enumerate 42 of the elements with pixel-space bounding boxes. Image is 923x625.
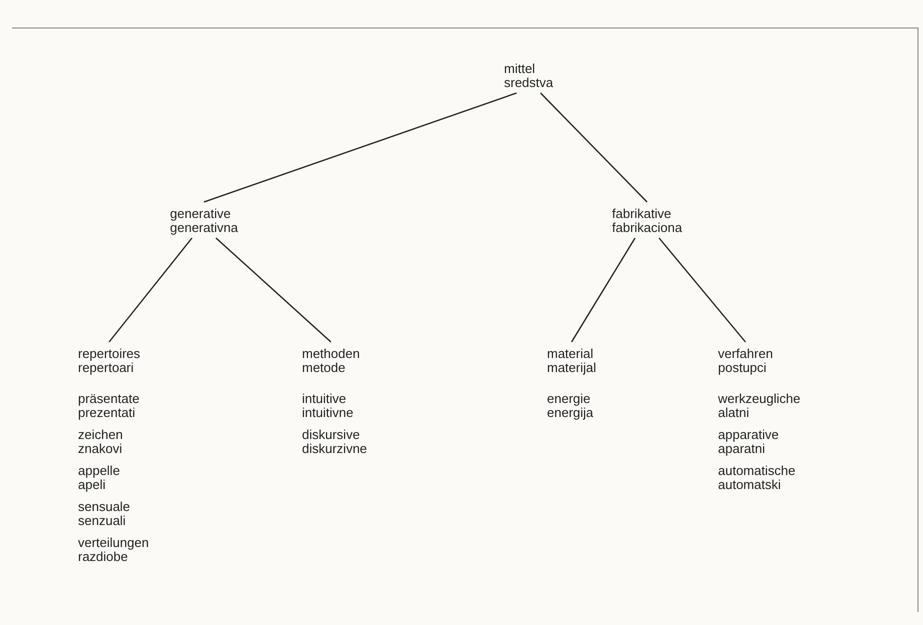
item-label: energija: [547, 406, 594, 420]
item-label: energie: [547, 392, 592, 406]
item-label: sensuale: [78, 500, 132, 514]
item-label: prezentati: [78, 406, 136, 420]
connector-line: [216, 238, 332, 342]
item-label: diskurzivne: [302, 442, 368, 456]
node-label: fabrikaciona: [612, 221, 682, 235]
item-label: präsentate: [78, 392, 140, 406]
node-label: repertoari: [78, 361, 134, 375]
item-label: verteilungen: [78, 536, 149, 550]
connector-line: [204, 92, 517, 203]
connector-line: [540, 92, 648, 202]
item-label: razdiobe: [78, 550, 128, 564]
node-label: repertoires: [78, 347, 140, 361]
item-label: automatische: [718, 464, 796, 478]
item-label: diskursive: [302, 428, 361, 442]
connector-line: [571, 238, 636, 342]
item-label: appelle: [78, 464, 121, 478]
item-label: znakovi: [78, 442, 124, 456]
node-label: metode: [302, 361, 346, 375]
node-label: sredstva: [504, 76, 554, 90]
node-label: fabrikative: [612, 207, 672, 221]
node-label: methoden: [302, 347, 360, 361]
item-label: aparatni: [718, 442, 765, 456]
node-label: mittel: [504, 62, 536, 76]
node-label: generative: [170, 207, 232, 221]
item-label: intuitive: [302, 392, 348, 406]
item-label: zeichen: [78, 428, 124, 442]
item-label: automatski: [718, 478, 782, 492]
item-label: alatni: [718, 406, 750, 420]
node-label: material: [547, 347, 594, 361]
item-label: senzuali: [78, 514, 127, 528]
connector-line: [658, 238, 746, 342]
item-label: werkzeugliche: [718, 392, 800, 406]
item-label: apeli: [78, 478, 106, 492]
node-label: materijal: [547, 361, 596, 375]
node-label: generativna: [170, 221, 238, 235]
node-label: postupci: [718, 361, 768, 375]
node-label: verfahren: [718, 347, 773, 361]
item-label: apparative: [718, 428, 780, 442]
item-label: intuitivne: [302, 406, 354, 420]
connector-line: [108, 238, 192, 342]
